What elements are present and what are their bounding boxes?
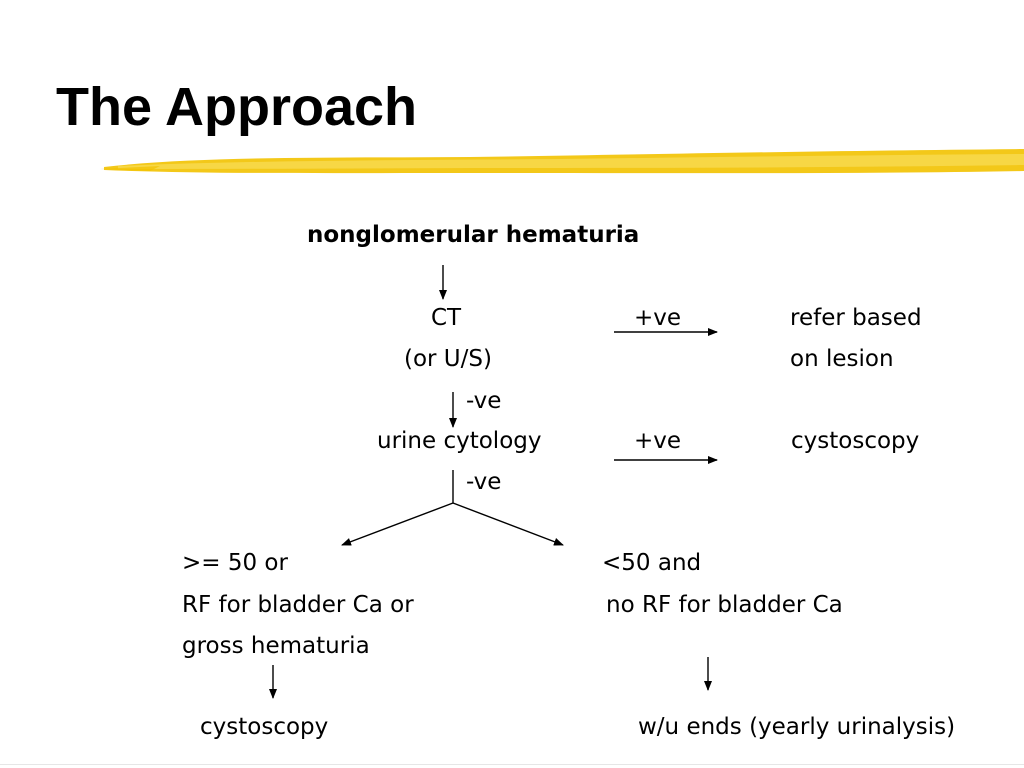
cytology-positive-label: +ve	[634, 428, 682, 454]
cytology-negative-label: -ve	[466, 469, 502, 495]
high-risk-line3: gross hematuria	[182, 633, 370, 659]
slide-title: The Approach	[56, 77, 418, 137]
cytology-node: urine cytology	[377, 428, 542, 454]
arrow-branch-right	[452, 502, 564, 546]
low-risk-line1: <50 and	[602, 550, 702, 576]
arrow-branch-left	[341, 502, 454, 546]
slide-bottom-border	[0, 764, 1024, 765]
high-risk-line1: >= 50 or	[182, 550, 288, 576]
low-risk-outcome: w/u ends (yearly urinalysis)	[638, 714, 956, 740]
title-underline	[100, 149, 1024, 174]
imaging-negative-label: -ve	[466, 388, 502, 414]
imaging-line2: (or U/S)	[404, 346, 492, 372]
high-risk-outcome: cystoscopy	[200, 714, 329, 740]
imaging-positive-outcome-line2: on lesion	[790, 346, 894, 372]
imaging-positive-label: +ve	[634, 305, 682, 331]
cytology-positive-outcome: cystoscopy	[791, 428, 920, 454]
high-risk-line2: RF for bladder Ca or	[182, 592, 414, 618]
imaging-positive-outcome-line1: refer based	[790, 305, 922, 331]
low-risk-line2: no RF for bladder Ca	[606, 592, 843, 618]
start-node: nonglomerular hematuria	[307, 222, 640, 248]
imaging-line1: CT	[431, 305, 462, 331]
